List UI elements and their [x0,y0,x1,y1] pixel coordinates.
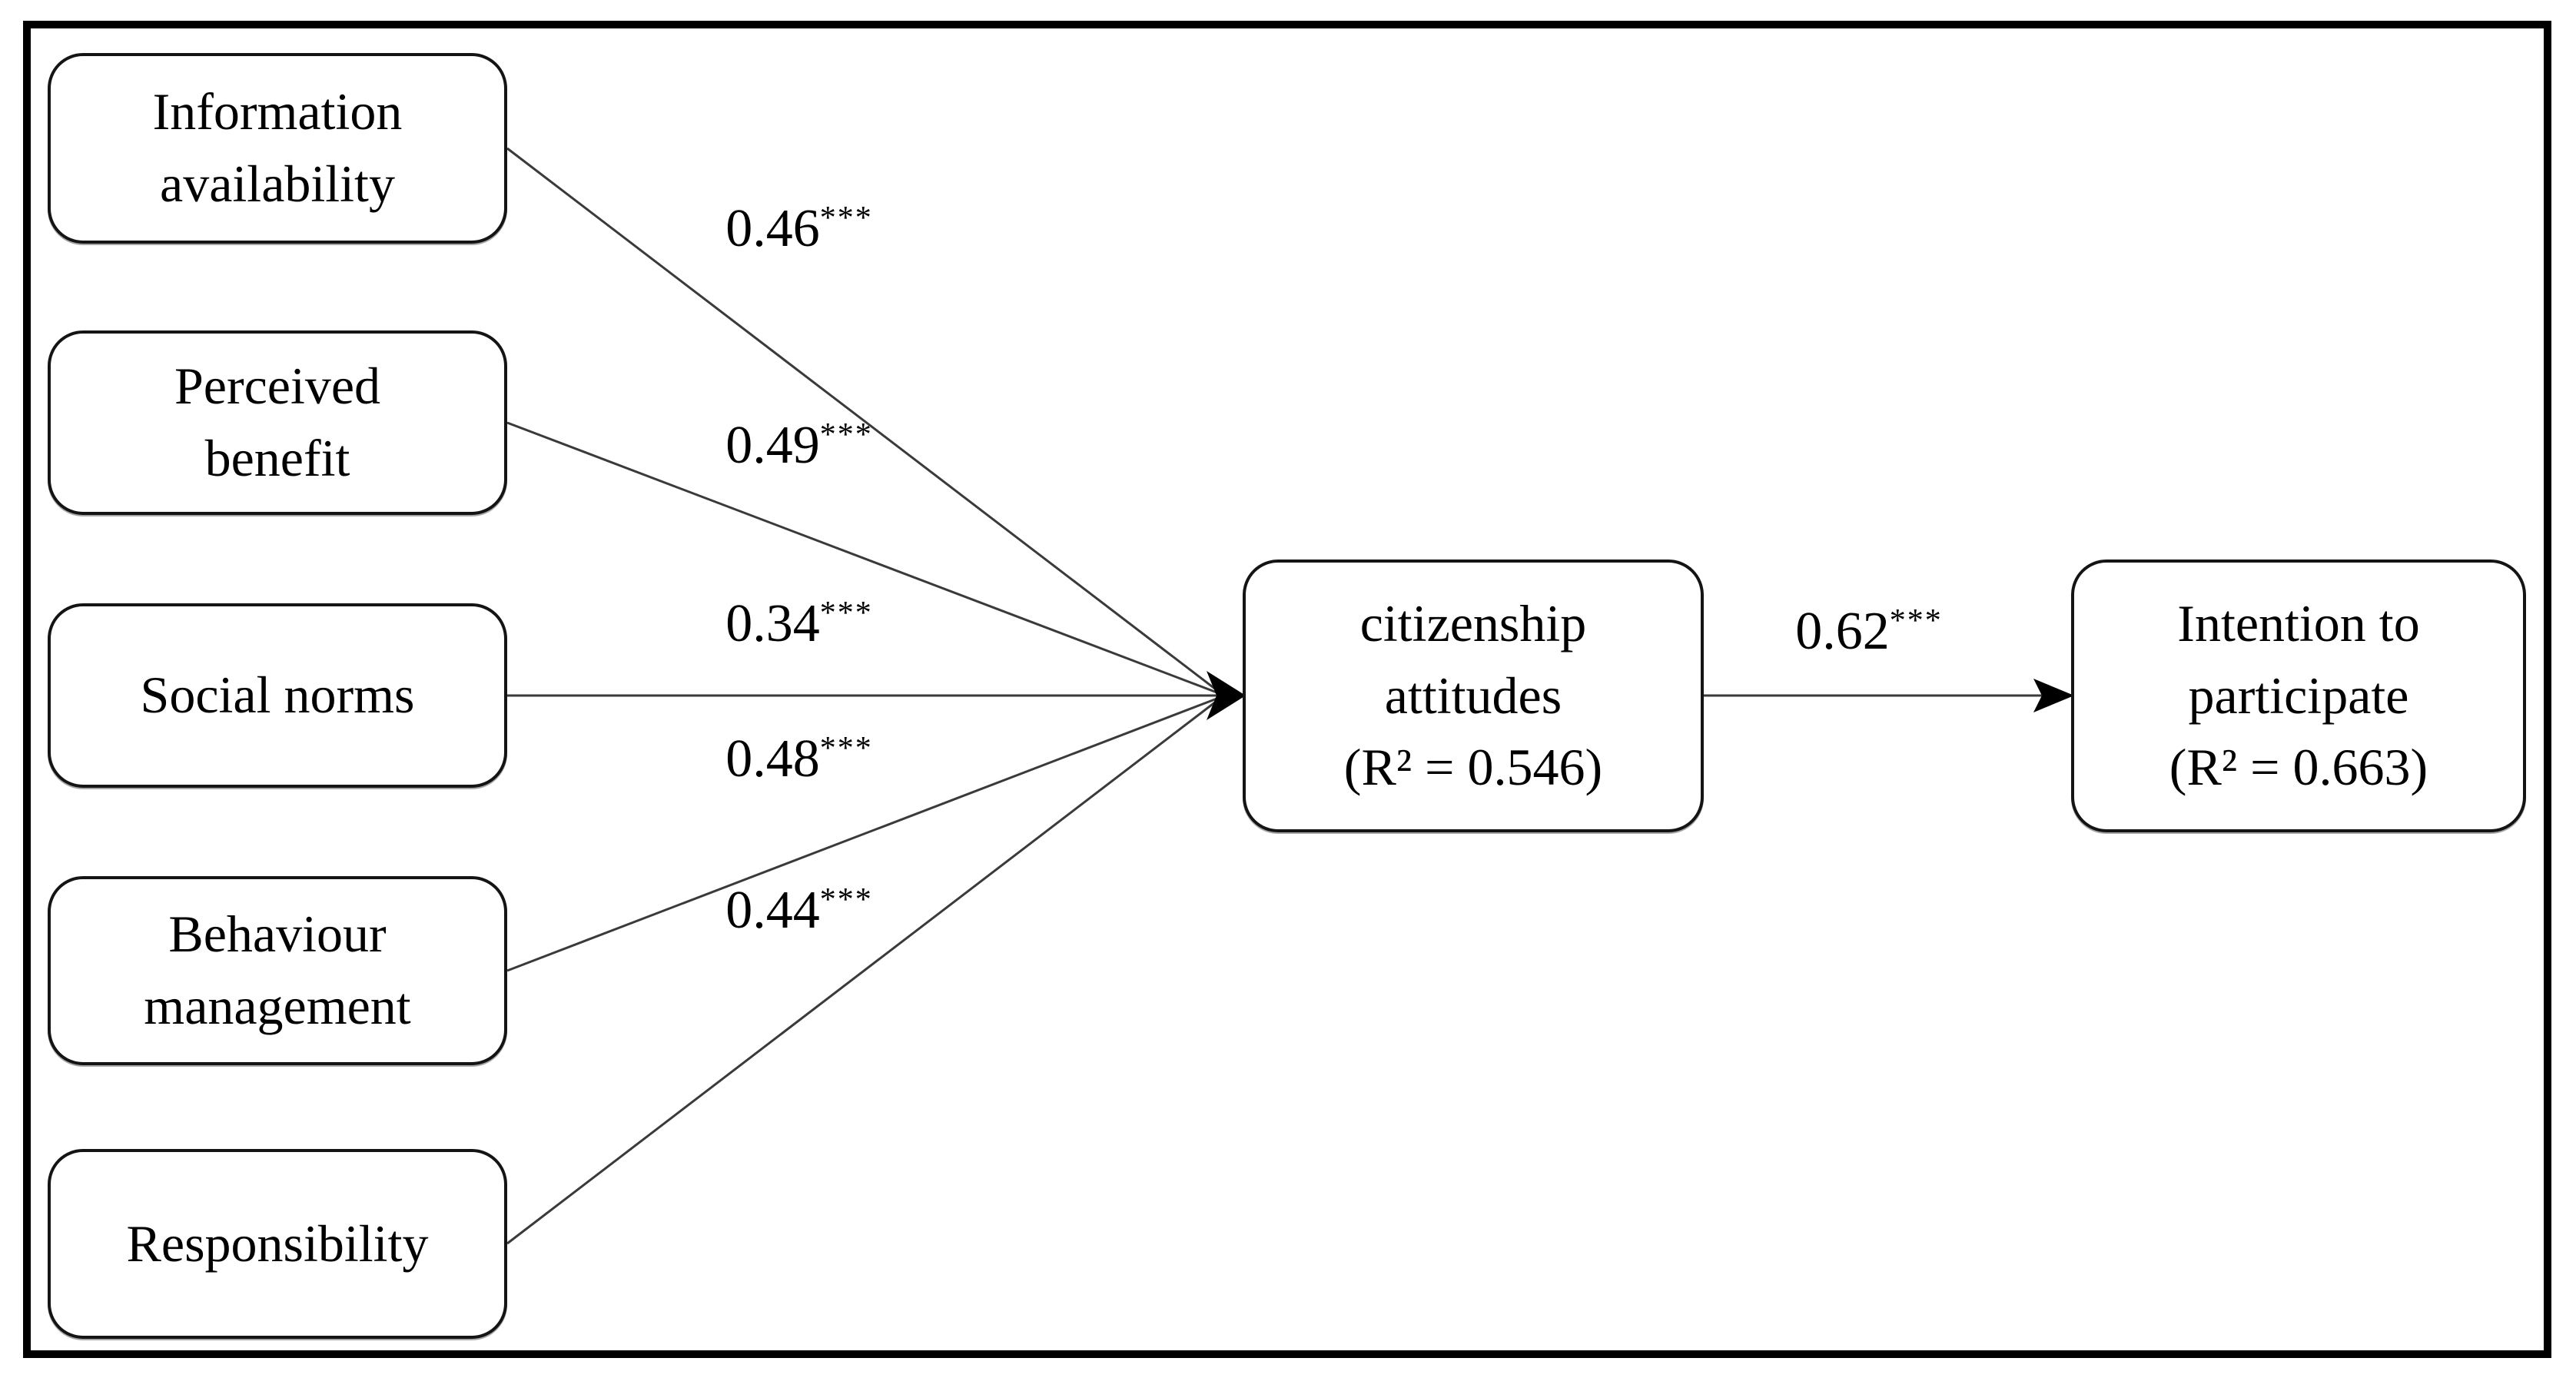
path-behaviour-management-to-mediator [506,696,1220,972]
node-label-line: benefit [204,429,350,487]
significance-stars: *** [819,730,873,766]
node-intention-to-participate: Intention to participate (R² = 0.663) [2071,560,2526,832]
coefficient-value: 0.34 [725,594,820,653]
coefficient-value: 0.44 [725,881,820,940]
node-r-squared: (R² = 0.663) [2169,738,2428,797]
coefficient-value: 0.48 [725,729,820,789]
significance-stars: *** [819,417,873,453]
node-label-line: availability [160,154,395,213]
node-social-norms: Social norms [48,603,507,788]
node-r-squared: (R² = 0.546) [1343,738,1603,797]
node-label-line: Behaviour [168,905,387,964]
coefficient-social-norms: 0.34*** [725,597,873,651]
figure-border [23,21,2551,1358]
coefficient-information-availability: 0.46*** [725,202,873,256]
node-information-availability: Information availability [48,53,507,244]
significance-stars: *** [819,882,873,918]
node-label-line: Intention to [2177,593,2420,652]
path-perceived-benefit-to-mediator [506,421,1220,695]
coefficient-value: 0.49 [725,416,820,475]
coefficient-perceived-benefit: 0.49*** [725,419,873,473]
node-label-line: management [144,977,411,1035]
node-citizenship-attitudes: citizenship attitudes (R² = 0.546) [1243,560,1704,832]
coefficient-value: 0.46 [725,199,820,258]
arrowhead-into-mediator-icon [1207,671,1246,720]
coefficient-responsibility: 0.44*** [725,884,873,938]
path-responsibility-to-mediator [506,698,1220,1245]
node-label-line: Information [152,82,403,141]
node-perceived-benefit: Perceived benefit [48,330,507,515]
coefficient-behaviour-management: 0.48*** [725,732,873,786]
node-label-line: Perceived [174,357,381,416]
node-label-line: Responsibility [126,1214,429,1273]
significance-stars: *** [819,200,873,236]
node-label-line: Social norms [140,666,415,725]
node-label-line: participate [2188,666,2409,725]
node-behaviour-management: Behaviour management [48,876,507,1065]
node-label-line: attitudes [1384,666,1562,725]
significance-stars: *** [819,595,873,631]
path-information-availability-to-mediator [506,147,1220,693]
significance-stars: *** [1889,603,1943,639]
node-label-line: citizenship [1359,593,1587,652]
coefficient-mediator-to-outcome: 0.62*** [1795,605,1943,659]
node-responsibility: Responsibility [48,1149,507,1339]
arrowhead-into-outcome-icon [2033,679,2074,712]
coefficient-value: 0.62 [1795,602,1890,661]
